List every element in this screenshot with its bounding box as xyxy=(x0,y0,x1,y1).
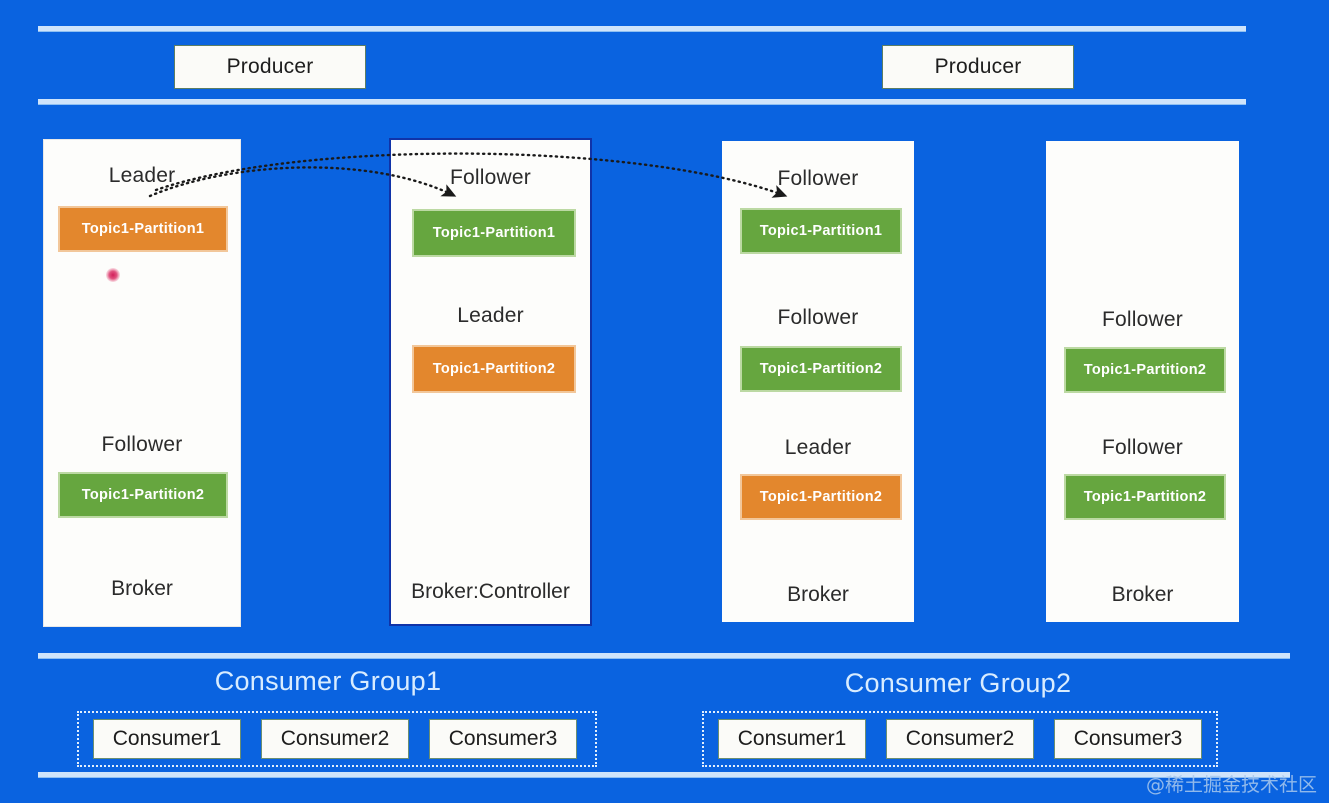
click-indicator-icon xyxy=(106,268,120,282)
consumer-group-1-title: Consumer Group1 xyxy=(214,666,442,696)
consumer-label: Consumer3 xyxy=(448,727,558,750)
broker-column-1[interactable]: Leader Topic1-Partition1 Follower Topic1… xyxy=(43,139,241,627)
partition-label: Topic1-Partition1 xyxy=(759,223,883,239)
partition-box-follower-2[interactable]: Topic1-Partition2 xyxy=(1064,474,1226,520)
partition-label: Topic1-Partition2 xyxy=(81,487,205,503)
producer-label: Producer xyxy=(226,55,314,78)
consumer-group-2-title: Consumer Group2 xyxy=(844,668,1072,698)
consumer-label: Consumer1 xyxy=(112,727,222,750)
partition-label: Topic1-Partition2 xyxy=(432,361,556,377)
consumer-box[interactable]: Consumer1 xyxy=(718,719,866,759)
role-label-leader: Leader xyxy=(457,304,524,327)
broker-name-label: Broker xyxy=(1111,583,1174,606)
partition-box-follower[interactable]: Topic1-Partition1 xyxy=(412,209,576,257)
role-label-follower-2: Follower xyxy=(1102,436,1183,459)
role-label-leader: Leader xyxy=(108,164,176,187)
partition-box-leader[interactable]: Topic1-Partition2 xyxy=(412,345,576,393)
producer-label: Producer xyxy=(934,55,1022,78)
partition-label: Topic1-Partition2 xyxy=(759,361,883,377)
broker-name-label: Broker:Controller xyxy=(411,580,570,603)
consumer-box[interactable]: Consumer3 xyxy=(1054,719,1202,759)
partition-box-leader[interactable]: Topic1-Partition2 xyxy=(740,474,902,520)
consumer-group-2-frame xyxy=(702,711,1218,767)
partition-box-follower-2[interactable]: Topic1-Partition2 xyxy=(740,346,902,392)
role-label-leader: Leader xyxy=(784,436,852,459)
partition-box-follower[interactable]: Topic1-Partition2 xyxy=(1064,347,1226,393)
producer-box-1[interactable]: Producer xyxy=(174,45,366,89)
consumer-box[interactable]: Consumer1 xyxy=(93,719,241,759)
producer-box-2[interactable]: Producer xyxy=(882,45,1074,89)
consumer-label: Consumer1 xyxy=(737,727,847,750)
consumer-box[interactable]: Consumer2 xyxy=(886,719,1034,759)
consumer-label: Consumer3 xyxy=(1073,727,1183,750)
consumer-box[interactable]: Consumer3 xyxy=(429,719,577,759)
top-divider-line xyxy=(38,26,1246,31)
bottom-divider-line xyxy=(38,772,1290,777)
role-label-follower: Follower xyxy=(777,167,859,190)
broker-name-label: Broker xyxy=(111,577,173,600)
role-label-follower: Follower xyxy=(101,433,183,456)
consumer-label: Consumer2 xyxy=(280,727,390,750)
partition-label: Topic1-Partition2 xyxy=(1083,362,1207,378)
partition-label: Topic1-Partition1 xyxy=(432,225,556,241)
producer-bottom-divider-line xyxy=(38,99,1246,104)
partition-box-follower[interactable]: Topic1-Partition1 xyxy=(740,208,902,254)
broker-name-label: Broker xyxy=(787,583,849,606)
broker-column-4[interactable]: Follower Topic1-Partition2 Follower Topi… xyxy=(1044,139,1241,624)
partition-box-leader[interactable]: Topic1-Partition1 xyxy=(58,206,228,252)
partition-label: Topic1-Partition1 xyxy=(81,221,205,237)
broker-column-3[interactable]: Follower Topic1-Partition1 Follower Topi… xyxy=(720,139,916,624)
partition-box-follower[interactable]: Topic1-Partition2 xyxy=(58,472,228,518)
role-label-follower: Follower xyxy=(1102,308,1183,331)
partition-label: Topic1-Partition2 xyxy=(759,489,883,505)
consumer-group-1-frame xyxy=(77,711,597,767)
role-label-follower: Follower xyxy=(450,166,531,189)
watermark-label: @稀土掘金技术社区 xyxy=(1145,774,1317,796)
role-label-follower-2: Follower xyxy=(777,306,859,329)
consumer-top-divider-line xyxy=(38,653,1290,658)
partition-label: Topic1-Partition2 xyxy=(1083,489,1207,505)
consumer-box[interactable]: Consumer2 xyxy=(261,719,409,759)
consumer-label: Consumer2 xyxy=(905,727,1015,750)
broker-column-2[interactable]: Follower Topic1-Partition1 Leader Topic1… xyxy=(389,138,592,626)
